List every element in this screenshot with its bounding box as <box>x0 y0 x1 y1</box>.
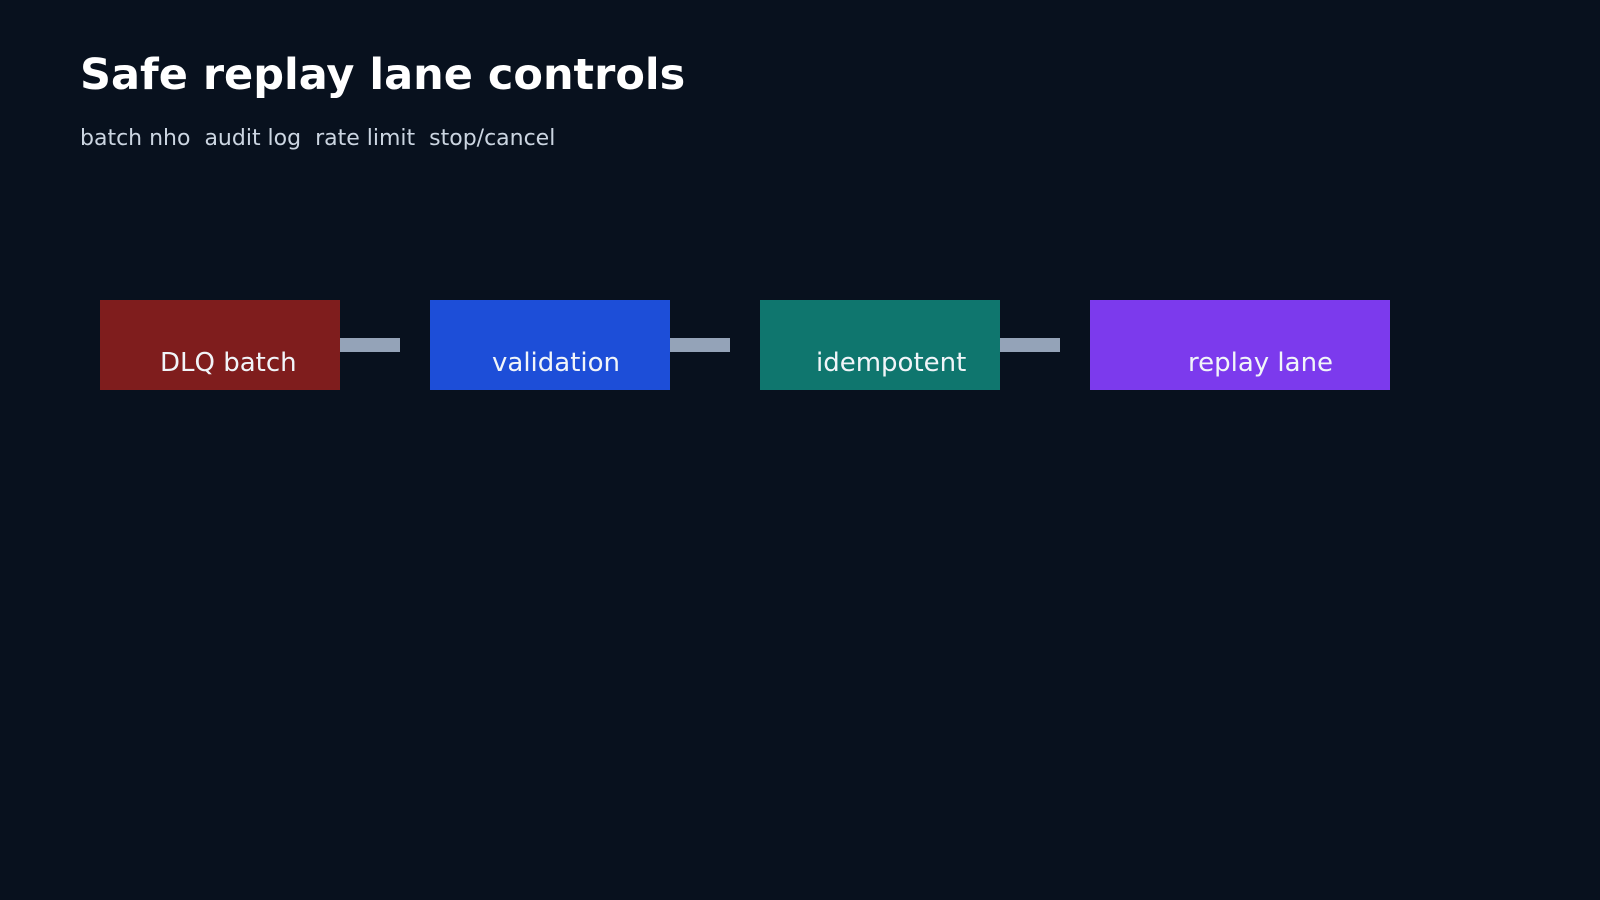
stage-label: validation <box>492 348 621 378</box>
stage-replay-lane: replay lane <box>1090 300 1390 390</box>
page-subtitle: batch nho audit log rate limit stop/canc… <box>80 126 556 151</box>
connector-1 <box>340 338 400 352</box>
stage-label: DLQ batch <box>160 348 297 378</box>
stage-idempotent: idempotent <box>760 300 1000 390</box>
connector-3 <box>1000 338 1060 352</box>
stage-label: replay lane <box>1188 348 1334 378</box>
stage-validation: validation <box>430 300 670 390</box>
page-title: Safe replay lane controls <box>80 50 686 100</box>
connector-2 <box>670 338 730 352</box>
stage-label: idempotent <box>816 348 967 378</box>
stage-dlq-batch: DLQ batch <box>100 300 340 390</box>
